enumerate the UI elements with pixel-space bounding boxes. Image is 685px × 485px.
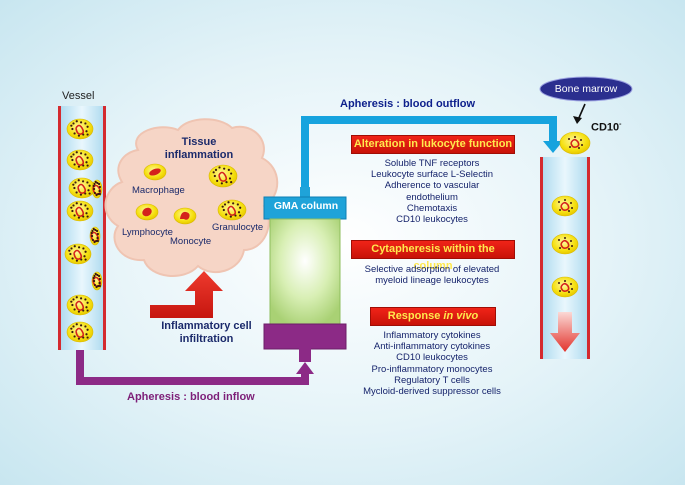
- bone-marrow-ellipse: [539, 76, 633, 102]
- cd10-negative-cell-icon: [559, 131, 591, 155]
- infiltration-line-1: Inflammatory cell: [161, 320, 252, 332]
- vessel-granulocyte-icon: [66, 118, 94, 140]
- bone-marrow-label: Bone marrow: [554, 83, 618, 95]
- granulocyte-label: Granulocyte: [212, 222, 264, 233]
- blood-inflow-label: Apheresis : blood inflow: [127, 391, 255, 403]
- infiltration-label: Inflammatory cell infiltration: [139, 320, 274, 346]
- lymphocyte-icon: [135, 203, 159, 221]
- vessel-granulocyte-icon: [89, 226, 101, 246]
- response-header-plain: Response: [387, 310, 444, 322]
- infiltration-line-2: infiltration: [179, 333, 234, 345]
- gma-column-label: GMA column: [273, 200, 339, 212]
- response-item: Regulatory T cells: [394, 374, 470, 386]
- vessel-granulocyte-icon: [66, 200, 94, 222]
- vessel-granulocyte-icon: [66, 294, 94, 316]
- cd10-label: CD10-: [591, 121, 621, 134]
- vessel-granulocyte-icon: [66, 321, 94, 343]
- alteration-item: endothelium: [406, 191, 458, 203]
- vessel-granulocyte-icon: [91, 271, 103, 291]
- alteration-item: Adherence to vascular: [384, 180, 480, 192]
- lymphocyte-label: Lymphocyte: [122, 227, 173, 238]
- response-header: Response in vivo: [370, 307, 496, 326]
- inflow-arrowhead: [296, 362, 314, 374]
- macrophage-icon: [143, 163, 167, 181]
- vessel-granulocyte-icon: [64, 243, 92, 265]
- response-item: CD10 leukocytes: [396, 352, 468, 364]
- outflow-arrowhead: [543, 141, 563, 153]
- tissue-title-line-2: inflammation: [164, 149, 234, 161]
- inflow-pipe: [76, 350, 309, 385]
- macrophage-label: Macrophage: [132, 185, 185, 196]
- alteration-list: Soluble TNF receptors Leukocyte surface …: [342, 158, 522, 225]
- cd10-superscript: -: [619, 121, 622, 128]
- right-vessel: [540, 157, 590, 359]
- right-vessel-cell-icon: [551, 276, 579, 298]
- response-item: Mycloid-derived suppressor cells: [363, 386, 501, 398]
- cd10-text: CD10: [591, 121, 620, 134]
- vessel-granulocyte-icon: [66, 149, 94, 171]
- alteration-header: Alteration in lukocyte function: [351, 135, 515, 154]
- response-header-italic: in vivo: [443, 310, 479, 322]
- alteration-item: Leukocyte surface L-Selectin: [371, 169, 493, 181]
- granulocyte-icon: [217, 199, 247, 221]
- granulocyte-icon-upper: [208, 164, 238, 188]
- cytapheresis-item: Selective adsorption of elevated: [364, 264, 500, 275]
- tissue-cloud: [104, 118, 279, 278]
- infiltration-arrow: [150, 271, 223, 318]
- tissue-inflammation-title: Tissue inflammation: [153, 136, 245, 162]
- vessel-granulocyte-icon: [68, 177, 96, 199]
- monocyte-label: Monocyte: [170, 236, 212, 247]
- response-item: Pro-inflammatory monocytes: [371, 363, 493, 375]
- response-item: Anti-inflammatory cytokines: [373, 341, 491, 353]
- vessel-label: Vessel: [62, 90, 95, 102]
- bone-marrow-arrow: [577, 103, 586, 121]
- down-flow-arrow: [550, 312, 580, 352]
- cytapheresis-list: Selective adsorption of elevated myeloid…: [342, 264, 522, 286]
- alteration-item: Soluble TNF receptors: [384, 158, 480, 169]
- right-vessel-cell-icon: [551, 195, 579, 217]
- vessel-granulocyte-icon: [91, 179, 103, 199]
- cytapheresis-header: Cytapheresis within the column: [351, 240, 515, 272]
- alteration-item: CD10 leukocytes: [396, 214, 468, 226]
- response-item: Inflammatory cytokines: [383, 330, 481, 341]
- outflow-pipe: [301, 116, 557, 197]
- blood-outflow-label: Apheresis : blood outflow: [340, 98, 476, 110]
- monocyte-icon: [173, 207, 197, 225]
- right-vessel-cell-icon: [551, 233, 579, 255]
- tissue-title-line-1: Tissue: [181, 136, 217, 148]
- alteration-item: Chemotaxis: [406, 202, 458, 214]
- cytapheresis-item: myeloid lineage leukocytes: [375, 275, 489, 287]
- response-list: Inflammatory cytokines Anti-inflammatory…: [342, 330, 522, 397]
- gma-column: [263, 187, 347, 362]
